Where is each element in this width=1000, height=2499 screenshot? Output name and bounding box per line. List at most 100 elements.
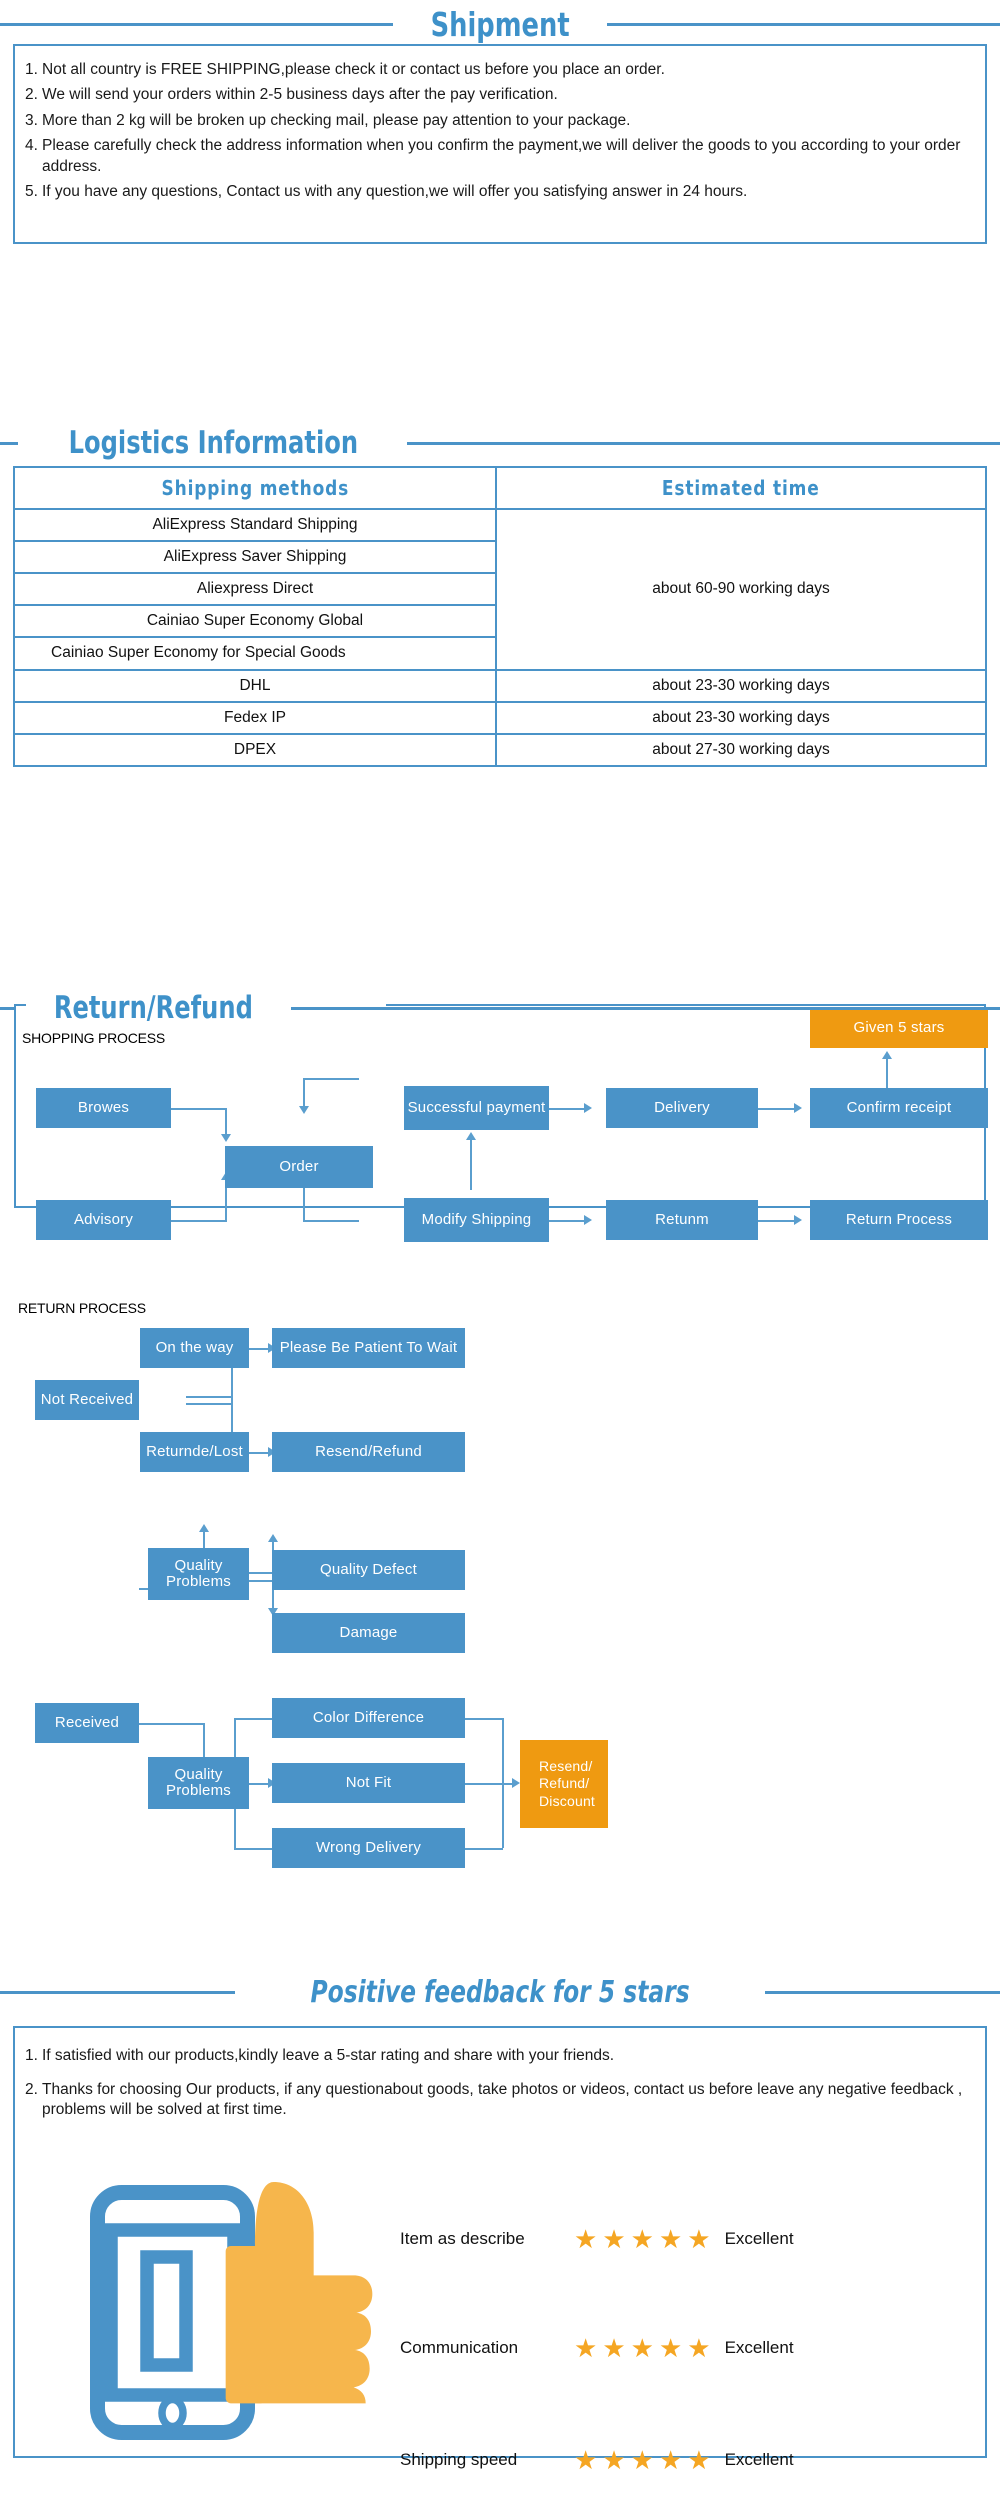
star-icon[interactable]: ★ — [630, 2445, 654, 2475]
list-item: 4.Please carefully check the address inf… — [25, 136, 969, 177]
resend-refund-discount-label: Resend/ Refund/ Discount — [538, 1757, 596, 1809]
heading-rule-right — [291, 1006, 1000, 1010]
flow-node-advisory[interactable]: Advisory — [36, 1200, 171, 1240]
flow-node-please-be-patient[interactable]: Please Be Patient To Wait — [272, 1328, 465, 1368]
flow-node-quality-problems-1[interactable]: Quality Problems — [148, 1548, 249, 1600]
flow-node-not-fit[interactable]: Not Fit — [272, 1763, 465, 1803]
connector-ontheway-wait — [249, 1348, 271, 1350]
flow-node-damage[interactable]: Damage — [272, 1613, 465, 1653]
flow-node-color-difference[interactable]: Color Difference — [272, 1698, 465, 1738]
flow-node-received[interactable]: Received — [35, 1703, 139, 1743]
flow-node-browes[interactable]: Browes — [36, 1088, 171, 1128]
shipment-section-heading: Shipment — [0, 5, 1000, 44]
connector-browes-order-down — [225, 1108, 227, 1136]
star-rating-icons[interactable]: ★★★★★ — [574, 2335, 711, 2361]
cell-estimated-time: about 27-30 working days — [495, 732, 987, 767]
list-item: 3.More than 2 kg will be broken up check… — [25, 111, 969, 131]
connector-modify-returnm — [548, 1220, 586, 1222]
flow-node-order[interactable]: Order — [225, 1146, 373, 1188]
connector-qp1-damage — [272, 1572, 274, 1610]
star-icon[interactable]: ★ — [687, 2224, 711, 2254]
star-icon[interactable]: ★ — [602, 2333, 626, 2363]
flow-node-returnde-lost[interactable]: Returnde/Lost — [140, 1432, 249, 1472]
arrow-order-payment — [299, 1106, 309, 1114]
star-icon[interactable]: ★ — [658, 2224, 683, 2254]
column-header-shipping-methods: Shipping methods — [13, 466, 497, 510]
list-item-text: More than 2 kg will be broken up checkin… — [42, 111, 631, 129]
return-refund-section-heading: Return/Refund — [0, 990, 1000, 1026]
rating-value: Excellent — [724, 2338, 794, 2357]
flow-node-delivery[interactable]: Delivery — [606, 1088, 758, 1128]
flow-node-modify-shipping[interactable]: Modify Shipping — [404, 1198, 549, 1242]
arrow-qp1-damage — [268, 1608, 278, 1616]
connector-advisory-order-up — [225, 1180, 227, 1222]
flow-node-given-5-stars[interactable]: Given 5 stars — [810, 1008, 988, 1048]
flow-node-returnm[interactable]: Retunm — [606, 1200, 758, 1240]
star-icon[interactable]: ★ — [687, 2333, 711, 2363]
rating-label: Shipping speed — [400, 2450, 518, 2469]
connector-qp1-split-b — [249, 1580, 273, 1582]
cell-shipping-method: Fedex IP — [13, 700, 497, 735]
connector-received-qp2 — [139, 1723, 204, 1725]
heading-rule-left — [0, 23, 393, 26]
connector-qp2-wrong — [234, 1848, 272, 1850]
flow-node-return-process[interactable]: Return Process — [810, 1200, 988, 1240]
feedback-section-heading: Positive feedback for 5 stars — [0, 1975, 1000, 2010]
page-title-feedback: Positive feedback for 5 stars — [310, 1975, 690, 2010]
connector-notreceived-up — [231, 1363, 233, 1403]
arrow-payment-delivery — [584, 1103, 592, 1113]
table-row: AliExpress Saver Shipping — [13, 540, 986, 574]
cell-shipping-method: Aliexpress Direct — [13, 572, 497, 606]
list-item-number: 2. — [25, 2081, 38, 2099]
cell-estimated-time-merged: about 60-90 working days — [495, 508, 987, 671]
table-header-row: Shipping methods Estimated time — [13, 466, 987, 510]
star-icon[interactable]: ★ — [630, 2224, 654, 2254]
star-icon[interactable]: ★ — [658, 2333, 683, 2363]
connector-advisory-order — [171, 1220, 227, 1222]
connector-notreceived-split — [186, 1396, 232, 1398]
star-icon[interactable]: ★ — [602, 2224, 626, 2254]
connector-outcomes-resend — [465, 1783, 515, 1785]
star-icon[interactable]: ★ — [574, 2333, 598, 2363]
rating-label: Communication — [400, 2338, 519, 2357]
arrow-confirm-givenstars — [882, 1051, 892, 1059]
flow-node-on-the-way[interactable]: On the way — [140, 1328, 249, 1368]
page-title-return-refund: Return/Refund — [44, 990, 261, 1026]
connector-qp2-notfit — [249, 1783, 271, 1785]
flow-node-not-received[interactable]: Not Received — [35, 1380, 139, 1420]
flow-node-resend-refund[interactable]: Resend/Refund — [272, 1432, 465, 1472]
star-icon[interactable]: ★ — [658, 2445, 683, 2475]
list-item: 1.Not all country is FREE SHIPPING,pleas… — [25, 60, 969, 80]
list-item: 1.If satisfied with our products,kindly … — [25, 2046, 969, 2066]
list-item-number: 5. — [25, 183, 38, 201]
connector-payment-delivery — [548, 1108, 586, 1110]
flow-node-quality-defect[interactable]: Quality Defect — [272, 1550, 465, 1590]
star-icon[interactable]: ★ — [574, 2224, 598, 2254]
star-rating-icons[interactable]: ★★★★★ — [574, 2226, 711, 2252]
cell-shipping-method: AliExpress Saver Shipping — [13, 540, 497, 574]
flow-node-confirm-receipt[interactable]: Confirm receipt — [810, 1088, 988, 1128]
star-rating-icons[interactable]: ★★★★★ — [574, 2447, 711, 2473]
flow-node-successful-payment[interactable]: Successful payment — [404, 1086, 549, 1130]
heading-rule-left — [0, 1006, 14, 1010]
flow-node-quality-problems-2[interactable]: Quality Problems — [148, 1757, 249, 1809]
heading-rule-left — [0, 441, 18, 445]
connector-notreceived-down — [231, 1396, 233, 1436]
connector-modify-payment — [470, 1140, 472, 1190]
connector-wrong-right — [465, 1848, 503, 1850]
rating-row-item-as-describe: Item as describe ★★★★★ Excellent — [400, 2226, 794, 2252]
flow-node-resend-refund-discount[interactable]: Resend/ Refund/ Discount — [520, 1740, 608, 1828]
star-icon[interactable]: ★ — [687, 2445, 711, 2475]
flow-node-wrong-delivery[interactable]: Wrong Delivery — [272, 1828, 465, 1868]
arrow-browes-order — [221, 1134, 231, 1142]
connector-order-payment-top — [303, 1078, 359, 1080]
star-icon[interactable]: ★ — [602, 2445, 626, 2475]
star-icon[interactable]: ★ — [574, 2445, 598, 2475]
cell-shipping-method: DPEX — [13, 732, 497, 767]
star-icon[interactable]: ★ — [630, 2333, 654, 2363]
